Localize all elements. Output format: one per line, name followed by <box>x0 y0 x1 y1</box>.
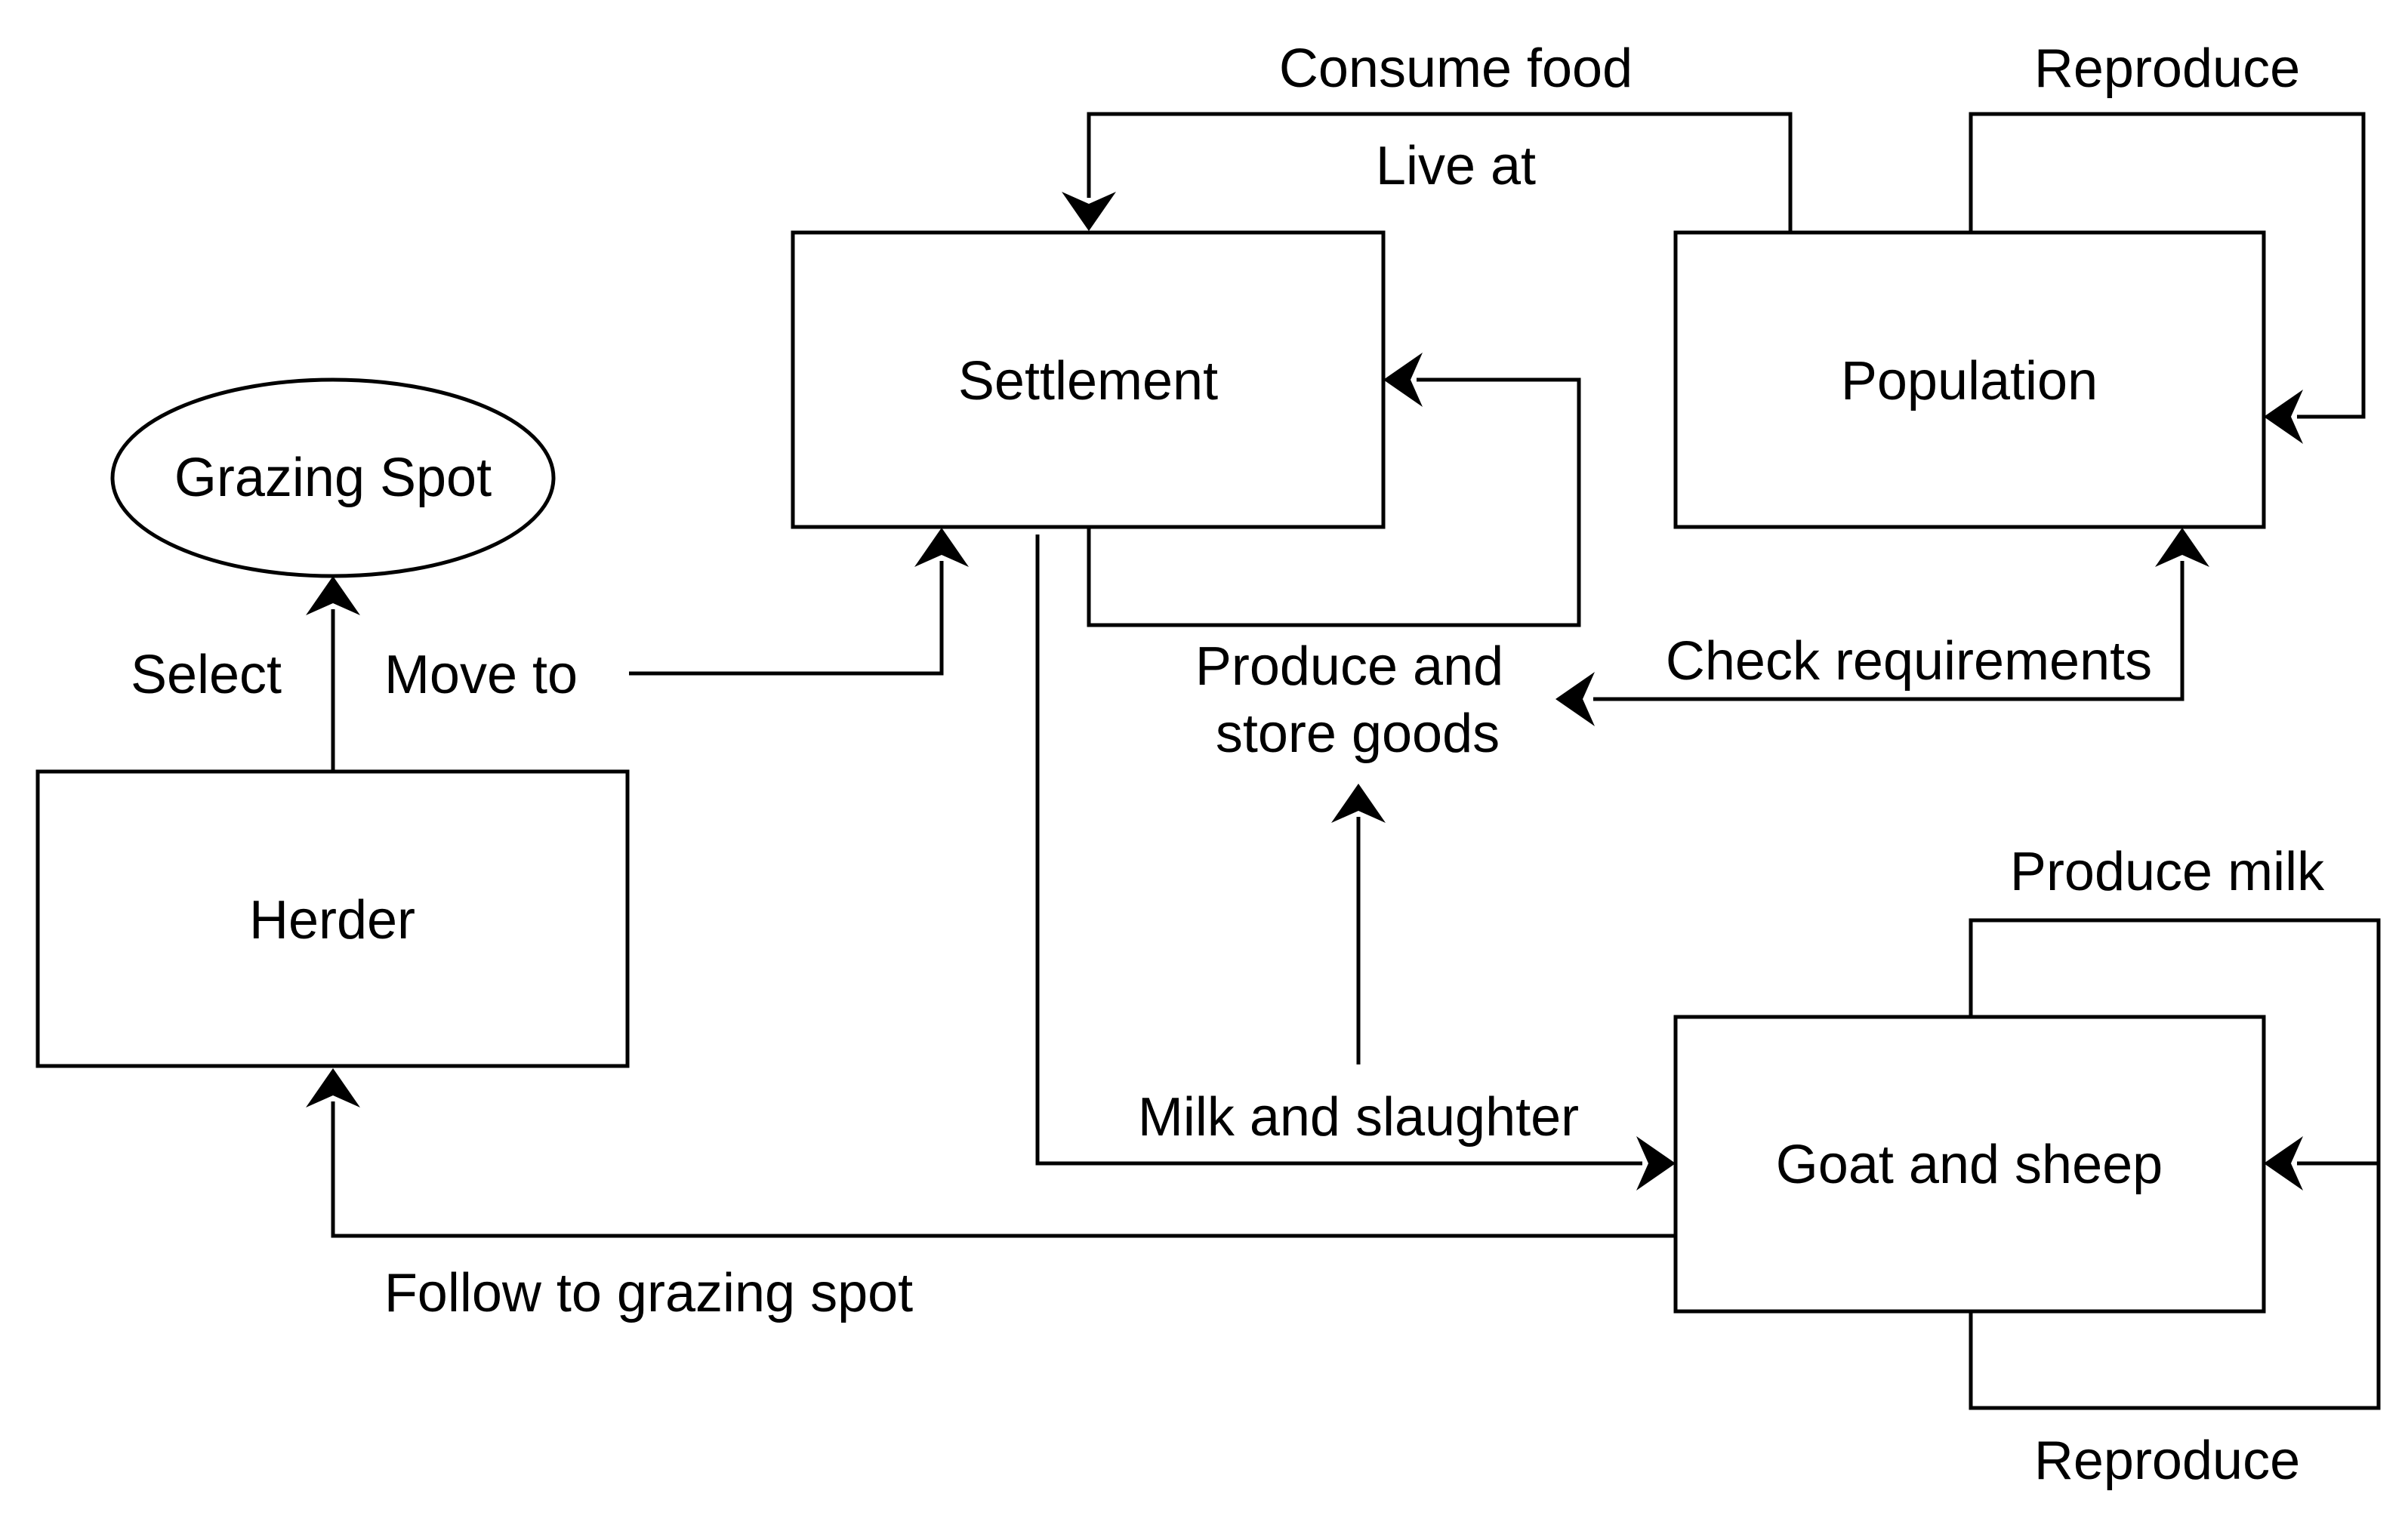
arrowhead-consume-food <box>1062 192 1116 231</box>
herder-box <box>35 769 630 1068</box>
arrowhead-check-requirements-left <box>1555 672 1595 726</box>
edge-consume-food <box>1087 112 1793 231</box>
label-consume-food: Consume food <box>1279 39 1633 99</box>
edge-reproduce-goat <box>1969 1163 2381 1410</box>
arrowhead-produce-and-store-goods <box>1383 353 1423 407</box>
node-population[interactable]: Population <box>1673 230 2266 529</box>
edge-produce-and-store-goods <box>1087 377 1581 627</box>
edge-move-to <box>629 561 944 676</box>
node-settlement[interactable]: Settlement <box>791 230 1386 529</box>
label-produce-and-store-goods-line2: store goods <box>1216 704 1500 764</box>
grazing-spot-label: Grazing Spot <box>174 448 492 508</box>
settlement-label: Settlement <box>958 351 1218 411</box>
settlement-box <box>791 230 1386 529</box>
label-select: Select <box>131 645 282 705</box>
label-live-at: Live at <box>1376 136 1536 196</box>
label-produce-milk: Produce milk <box>2010 842 2325 902</box>
edge-check-requirements <box>1593 561 2184 701</box>
label-follow-to-grazing-spot: Follow to grazing spot <box>384 1263 913 1323</box>
arrowhead-follow-to-grazing-spot <box>306 1068 360 1107</box>
grazing-spot-ellipse <box>110 377 556 578</box>
arrowhead-milk-and-slaughter <box>1636 1136 1676 1191</box>
label-produce-and-store-goods-line1: Produce and <box>1195 636 1503 697</box>
arrowhead-goods-from-milk <box>1331 784 1386 823</box>
arrowhead-move-to <box>914 528 969 567</box>
herder-label: Herder <box>249 890 415 950</box>
arrowhead-check-requirements-up <box>2155 528 2209 567</box>
label-milk-and-slaughter: Milk and slaughter <box>1138 1087 1579 1148</box>
goat-and-sheep-label: Goat and sheep <box>1776 1135 2163 1195</box>
edge-reproduce-population <box>1969 112 2366 419</box>
node-goat-and-sheep[interactable]: Goat and sheep <box>1673 1015 2266 1314</box>
goat-and-sheep-box <box>1673 1015 2266 1314</box>
node-herder[interactable]: Herder <box>35 769 630 1068</box>
label-reproduce-population: Reproduce <box>2034 39 2300 99</box>
label-move-to: Move to <box>384 645 578 705</box>
population-label: Population <box>1841 351 2098 411</box>
population-box <box>1673 230 2266 529</box>
arrowhead-goat-self <box>2264 1136 2303 1191</box>
edge-produce-milk <box>1969 918 2381 1166</box>
label-reproduce-goat: Reproduce <box>2034 1431 2300 1491</box>
node-grazing-spot[interactable]: Grazing Spot <box>110 377 556 578</box>
label-check-requirements: Check requirements <box>1666 631 2152 692</box>
arrowhead-reproduce-population <box>2264 390 2303 444</box>
edge-milk-and-slaughter <box>1035 534 1642 1166</box>
edge-follow-to-grazing-spot <box>331 1101 1676 1238</box>
arrowhead-select <box>306 576 360 615</box>
